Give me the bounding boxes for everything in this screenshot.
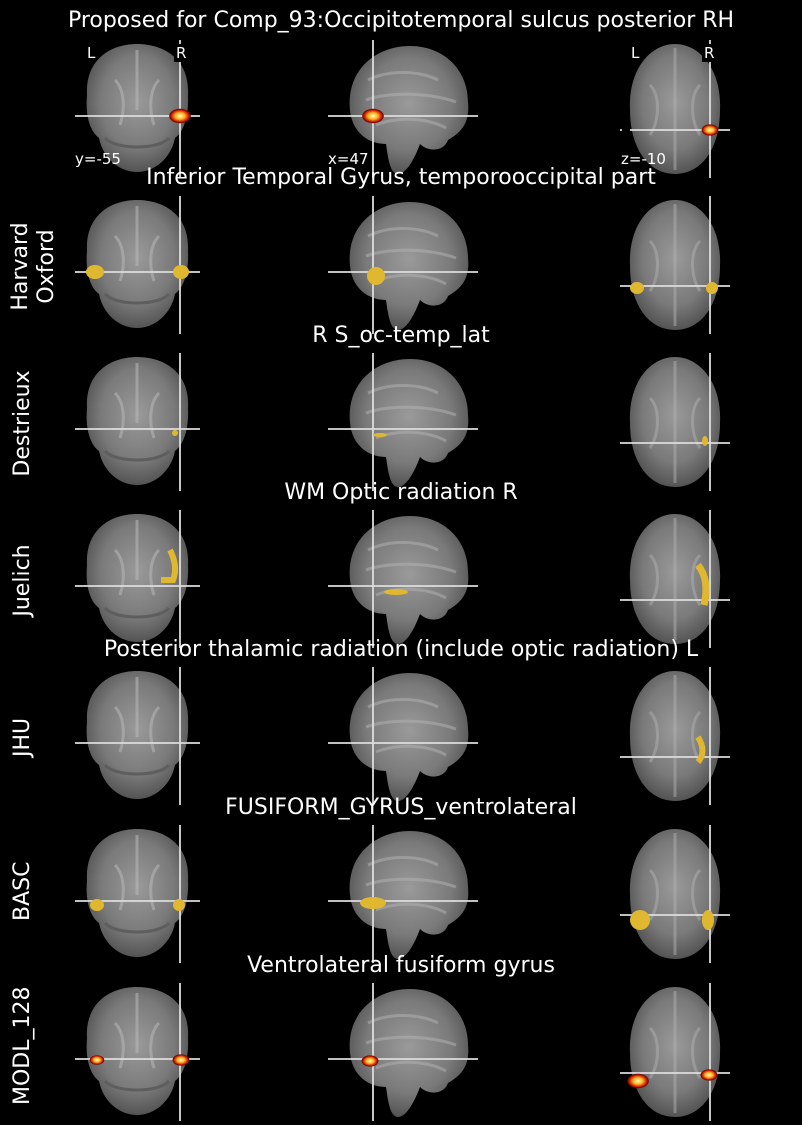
atlas-region	[706, 282, 718, 294]
atlas-name-label: JHU	[10, 717, 35, 757]
atlas-region-title: Posterior thalamic radiation (include op…	[103, 637, 699, 662]
coronal-brain-slice	[75, 40, 200, 178]
atlas-name-label: Juelich	[10, 543, 35, 617]
axial-brain-slice	[620, 353, 730, 491]
orientation-left-label: L	[87, 44, 96, 62]
atlas-region	[90, 899, 104, 911]
atlas-name-label: Destrieux	[10, 369, 35, 477]
atlas-region	[384, 589, 408, 595]
activation-blob	[89, 1055, 105, 1065]
atlas-region	[702, 910, 714, 930]
atlas-region	[360, 897, 386, 909]
sagittal-coordinate: x=47	[328, 150, 369, 168]
atlas-region	[630, 910, 650, 930]
axial-brain-slice	[620, 825, 730, 963]
activation-blob	[169, 108, 191, 124]
sagittal-brain-slice	[328, 353, 478, 491]
coronal-brain-slice	[75, 825, 200, 963]
atlas-region	[702, 436, 708, 446]
atlas-region-title: Inferior Temporal Gyrus, temporooccipita…	[146, 165, 656, 190]
axial-coordinate: z=-10	[621, 150, 666, 168]
orientation-right-label: R	[174, 44, 189, 62]
atlas-region	[630, 282, 644, 294]
atlas-region	[373, 433, 387, 437]
atlas-region	[172, 430, 178, 436]
activation-blob	[362, 108, 384, 124]
atlas-region	[367, 267, 385, 285]
sagittal-brain-slice	[328, 983, 478, 1121]
atlas-region	[173, 265, 189, 279]
atlas-region	[86, 265, 104, 279]
coronal-brain-slice	[75, 983, 200, 1121]
atlas-region-title: FUSIFORM_GYRUS_ventrolateral	[225, 795, 577, 820]
axial-brain-slice	[620, 196, 730, 334]
atlas-name-label: BASC	[10, 861, 35, 921]
coronal-brain-slice	[75, 667, 200, 805]
sagittal-brain-slice	[328, 825, 478, 963]
sagittal-brain-slice	[328, 510, 478, 648]
axial-brain-slice	[620, 40, 730, 178]
coronal-coordinate: y=-55	[75, 150, 121, 168]
atlas-region-title: WM Optic radiation R	[284, 480, 518, 505]
activation-blob	[700, 1069, 718, 1081]
atlas-name-label: MODL_128	[10, 986, 35, 1106]
coronal-brain-slice	[75, 510, 200, 648]
sagittal-brain-slice	[328, 40, 478, 178]
axial-brain-slice	[620, 667, 730, 805]
orientation-left-label: L	[631, 44, 640, 62]
axial-brain-slice	[620, 510, 730, 648]
sagittal-brain-slice	[328, 196, 478, 334]
atlas-region	[173, 899, 185, 911]
coronal-brain-slice	[75, 196, 200, 334]
activation-blob	[701, 124, 719, 136]
activation-blob	[172, 1054, 190, 1066]
activation-blob	[627, 1073, 649, 1089]
atlas-region-title: R S_oc-temp_lat	[312, 323, 490, 348]
atlas-region-title: Ventrolateral fusiform gyrus	[247, 953, 555, 978]
orientation-right-label: R	[702, 44, 717, 62]
activation-blob	[361, 1055, 379, 1067]
figure-title: Proposed for Comp_93:Occipitotemporal su…	[67, 8, 735, 33]
coronal-brain-slice	[75, 353, 200, 491]
sagittal-brain-slice	[328, 667, 478, 805]
axial-brain-slice	[620, 983, 730, 1121]
